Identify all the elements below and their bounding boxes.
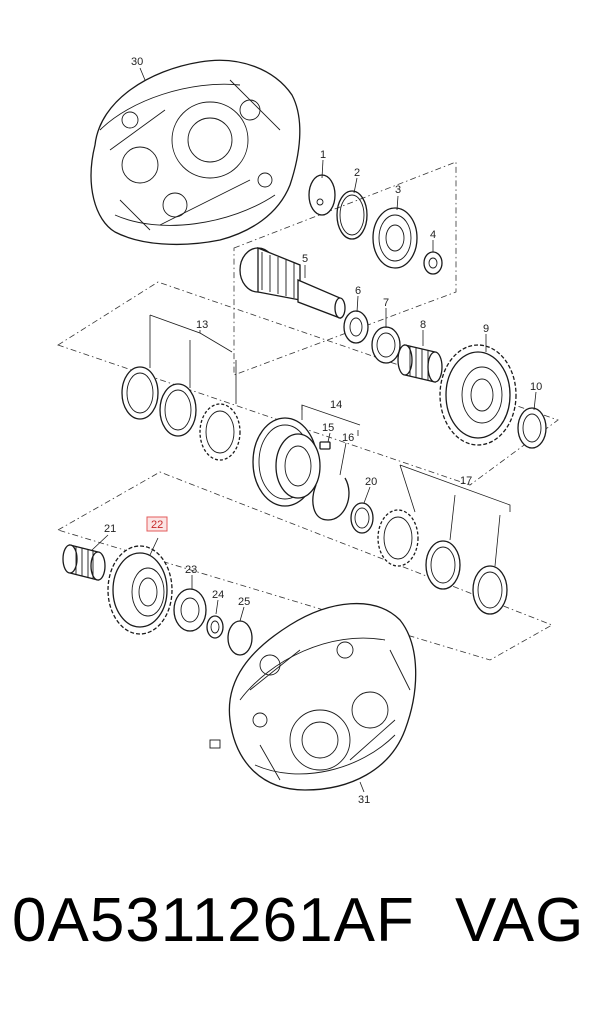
needle-bearing-lower [62,544,106,581]
label-15: 15 [322,422,334,434]
label-31: 31 [358,794,370,806]
label-9: 9 [483,323,489,335]
label-25: 25 [238,596,250,608]
label-2: 2 [354,167,360,179]
label-16: 16 [342,432,354,444]
label-30: 30 [131,56,143,68]
label-21: 21 [104,523,116,535]
gear-wheel-upper [439,344,517,446]
exploded-parts-diagram: 30 1 2 3 4 5 6 7 8 9 10 13 14 15 16 17 2… [56,56,559,806]
label-4: 4 [430,229,436,241]
circlip-lower [227,620,253,656]
transmission-housing-bottom [209,603,417,791]
part-number: 0A5311261AF [12,886,415,955]
circlip [336,190,368,240]
label-17: 17 [460,475,472,487]
washer-small [206,615,224,639]
label-7: 7 [383,297,389,309]
footer-caption: 0A5311261AF VAG [0,890,600,990]
assembly-frame-middle [57,281,559,486]
transmission-housing-top [90,59,301,246]
spacer-ring [343,310,369,344]
synchro-hub-sleeve [252,417,321,507]
thrust-ring [350,502,374,534]
label-1: 1 [320,149,326,161]
detent-spring [319,441,331,450]
synchro-ring-set-upper [121,366,241,461]
needle-bearing-upper [397,344,443,383]
label-3: 3 [395,184,401,196]
label-5: 5 [302,253,308,265]
leader-lines [91,67,537,793]
lock-nut [423,251,443,275]
label-13: 13 [196,319,208,331]
label-24: 24 [212,589,224,601]
snap-ring-large [312,477,350,521]
synchro-ring-set-lower [377,509,508,615]
input-shaft [239,247,346,319]
label-14: 14 [330,399,342,411]
label-10: 10 [530,381,542,393]
label-6: 6 [355,285,361,297]
ball-bearing-lower [173,588,207,632]
brand-name: VAG [455,886,585,955]
label-20: 20 [365,476,377,488]
label-22: 22 [151,519,163,531]
label-8: 8 [420,319,426,331]
label-23: 23 [185,564,197,576]
bearing-shim [308,174,336,216]
highlight-box-22 [146,516,168,532]
needle-cage-small [371,326,401,364]
taper-bearing [372,207,418,269]
assembly-frame-upper [233,161,457,376]
needle-cage-upper-right [517,407,547,449]
gear-wheel-lower [107,545,173,635]
